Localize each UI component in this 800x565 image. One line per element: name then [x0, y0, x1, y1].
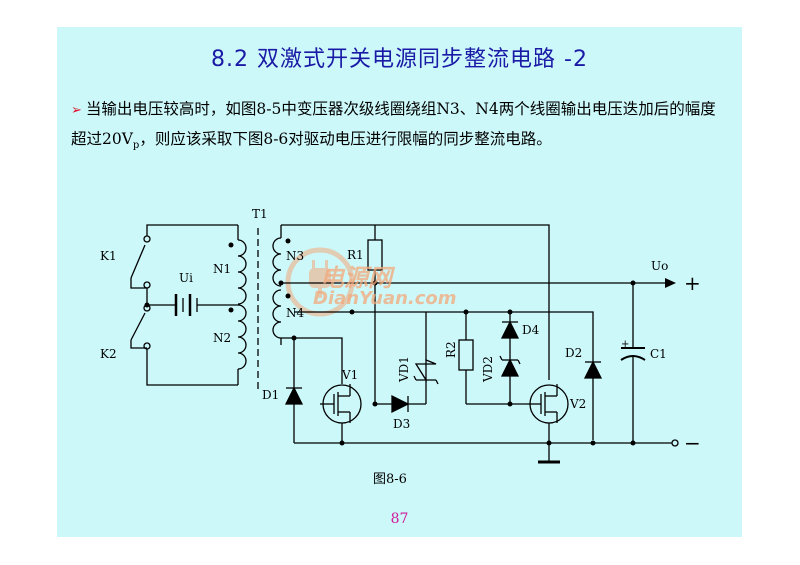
- primary-winding: [237, 225, 247, 385]
- battery-ui: [147, 294, 238, 316]
- capacitor-c1: [620, 283, 646, 443]
- diode-d2: [583, 360, 603, 379]
- label-r2: R2: [444, 341, 458, 358]
- output-terminal-minus: [671, 439, 679, 447]
- label-uo: Uo: [651, 259, 668, 273]
- label-k2: K2: [100, 347, 117, 361]
- paragraph-subscript: p: [132, 140, 140, 152]
- label-n2: N2: [213, 331, 231, 345]
- bullet-arrow-icon: ➢: [71, 103, 82, 118]
- label-d3: D3: [393, 417, 410, 431]
- label-t1: T1: [252, 207, 268, 221]
- paragraph-text-tail: ，则应该采取下图8-6对驱动电压进行限幅的同步整流电路。: [139, 130, 552, 148]
- label-v2: V2: [569, 397, 586, 411]
- diode-d1: [284, 380, 304, 443]
- label-n3: N3: [286, 249, 304, 263]
- label-minus: −: [684, 431, 701, 455]
- label-ui: Ui: [179, 271, 193, 285]
- watermark-text-cn: 电源网: [320, 264, 392, 292]
- label-n1: N1: [213, 262, 231, 276]
- watermark-text-en: DianYuan.com: [313, 288, 457, 309]
- resistor-r1: [367, 225, 383, 404]
- output-arrow-icon: [665, 278, 676, 288]
- switch-k2: [130, 304, 151, 350]
- label-vd1: VD1: [397, 356, 411, 383]
- label-c1: C1: [650, 347, 667, 361]
- label-c1-plus: +: [621, 339, 629, 350]
- paragraph-text-main: 当输出电压较高时，如图8-5中变压器次级线圈绕组N3、N4两个线圈输出电压迭加后…: [71, 100, 716, 148]
- label-vd2: VD2: [481, 356, 495, 383]
- zener-vd2: [499, 355, 521, 404]
- mosfet-v1: [320, 384, 362, 443]
- diode-d3: [391, 394, 426, 414]
- label-d4: D4: [522, 323, 540, 337]
- figure-caption: 图8-6: [373, 472, 407, 487]
- label-plus: +: [684, 271, 701, 295]
- wire-top-rail: [281, 224, 550, 380]
- label-n4: N4: [286, 306, 305, 320]
- resistor-r2: [458, 312, 527, 405]
- junction-dots: [144, 238, 636, 446]
- slide-title: 8.2 双激式开关电源同步整流电路 -2: [211, 47, 588, 72]
- zener-vd1: [413, 359, 439, 404]
- label-r1: R1: [347, 248, 364, 262]
- mosfet-v2: [527, 384, 569, 464]
- label-d1: D1: [262, 388, 279, 402]
- wire-mid-rail: [294, 311, 594, 440]
- label-k1: K1: [100, 249, 117, 263]
- slide: 8.2 双激式开关电源同步整流电路 -2 ➢当输出电压较高时，如图8-5中变压器…: [57, 27, 742, 537]
- secondary-winding: [272, 225, 282, 345]
- diode-d4: [500, 312, 520, 360]
- switch-k1: [130, 235, 151, 289]
- label-d2: D2: [565, 346, 582, 360]
- slide-paragraph: ➢当输出电压较高时，如图8-5中变压器次级线圈绕组N3、N4两个线圈输出电压迭加…: [71, 95, 731, 160]
- page-number: 87: [390, 511, 409, 527]
- label-v1: V1: [341, 368, 358, 382]
